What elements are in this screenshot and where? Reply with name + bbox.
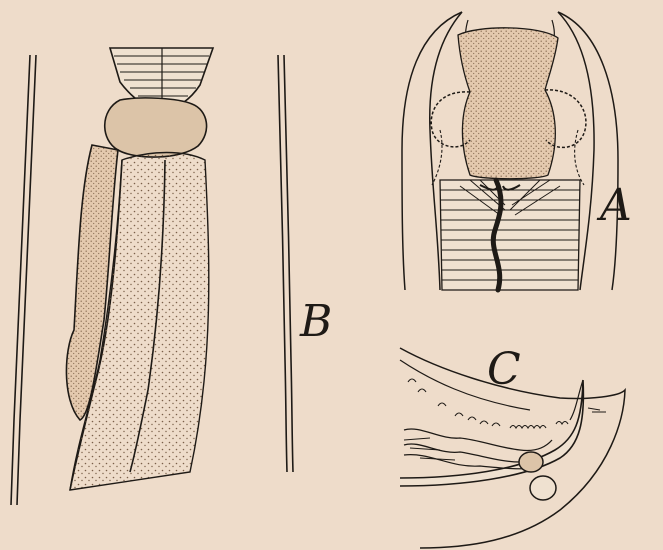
- figure-a-esophagus: [440, 180, 580, 290]
- panel-label-a: A: [600, 184, 632, 228]
- figure-c-intestine: [404, 429, 552, 451]
- figure-b: [11, 48, 293, 505]
- figure-a-buccal-capsule: [458, 28, 558, 179]
- figure-a: [402, 12, 618, 290]
- panel-label-b: B: [300, 300, 332, 344]
- figure-c-terminal-bulb: [530, 476, 556, 500]
- figure-b-bulb: [105, 98, 207, 157]
- figure-c-spicule: [400, 380, 583, 486]
- panel-label-c: C: [487, 348, 521, 392]
- figure-c-vesicle: [519, 452, 543, 472]
- figure-b-left-wall: [11, 55, 30, 505]
